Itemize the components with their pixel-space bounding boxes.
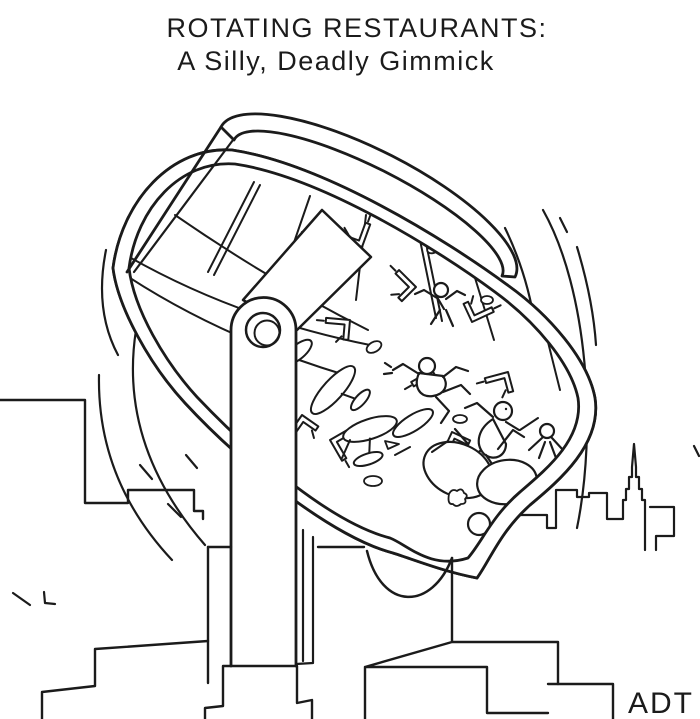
platform-block: [363, 556, 560, 719]
support-structure: [229, 208, 373, 668]
diner: [527, 422, 565, 460]
pivot-bolt: [253, 319, 281, 347]
flying-tables: [283, 338, 434, 468]
skyline-left: [0, 398, 205, 521]
scrunched-face: [447, 488, 468, 507]
fork: [384, 440, 400, 450]
speed-dash: [558, 216, 569, 234]
empire-state-building: [518, 442, 647, 552]
drum-underside-tip: [365, 549, 454, 599]
motion-arcs-left: [11, 248, 207, 607]
diner: [382, 356, 472, 425]
drum-left-edge: [125, 125, 223, 274]
speed-dash: [184, 453, 199, 470]
title-line-2: A Silly, Deadly Gimmick: [177, 46, 495, 76]
support-column: [229, 296, 298, 668]
speed-dash: [11, 591, 32, 607]
diner: [413, 281, 467, 328]
title: ROTATING RESTAURANTS: A Silly, Deadly Gi…: [166, 13, 547, 76]
building-corner: [546, 682, 615, 719]
drum-outer-rim: [111, 148, 598, 580]
speed-dash: [138, 463, 154, 481]
column-plinth: [203, 664, 314, 719]
speed-dash: [42, 590, 57, 606]
tumbling-diners: [382, 281, 565, 483]
speed-dash: [692, 444, 700, 458]
artist-signature: ADT: [628, 687, 694, 719]
step-left: [40, 639, 210, 719]
column-side-face: [294, 535, 315, 666]
drum: [111, 112, 598, 580]
drum-left-inner-edge: [132, 138, 235, 274]
title-line-1: ROTATING RESTAURANTS:: [166, 13, 547, 43]
skyline-right: [518, 442, 676, 552]
base-steps: [40, 545, 615, 719]
drum-roof-band: [219, 112, 519, 279]
speed-dash: [166, 502, 183, 519]
